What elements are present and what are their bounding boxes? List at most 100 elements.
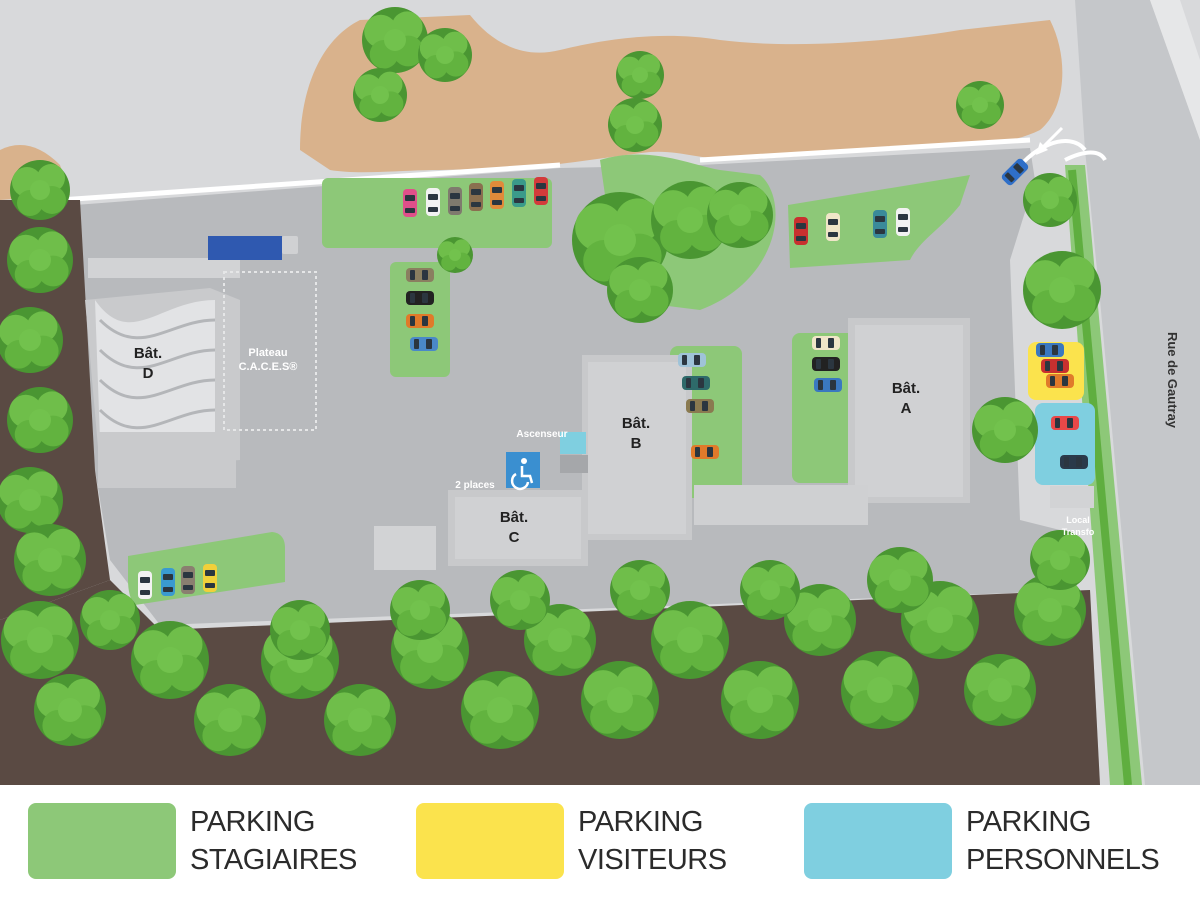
car-icon [426, 188, 440, 216]
walkway-b [560, 455, 588, 473]
local-transfo-box [1050, 486, 1094, 508]
tree-icon [0, 467, 63, 533]
tree-icon [610, 560, 670, 620]
building-b-label: Bât. [622, 415, 650, 432]
legend-label-visiteurs-line1: PARKING [578, 806, 703, 838]
wheelchair-icon [506, 452, 540, 491]
tree-icon [461, 671, 539, 749]
car-icon [1051, 416, 1079, 430]
sand-area-north [300, 15, 1063, 173]
building-a [848, 318, 970, 503]
building-c-letter: C [509, 529, 520, 546]
tree-icon [390, 580, 450, 640]
street-sidewalk [1150, 0, 1200, 140]
tree-icon [707, 182, 773, 248]
tree-icon [13, 524, 86, 596]
car-icon [406, 314, 434, 328]
road-border-line [59, 137, 1031, 203]
tree-icon [581, 661, 659, 739]
local-transfo-line1: Local [1066, 515, 1090, 525]
legend-swatch-visiteurs [416, 803, 564, 879]
tree-icon [607, 257, 673, 323]
car-icon [469, 183, 483, 211]
disabled-places-label: 2 places [455, 480, 495, 491]
car-icon [203, 564, 217, 592]
ascenseur-label: Ascenseur [516, 429, 567, 440]
tree-icon [353, 68, 407, 122]
car-icon [406, 268, 434, 282]
tree-icon [270, 600, 330, 660]
building-c-label: Bât. [500, 509, 528, 526]
tree-icon [841, 651, 919, 729]
tree-icon [131, 621, 209, 699]
car-icon [814, 378, 842, 392]
tree-icon [194, 684, 266, 756]
car-icon [403, 189, 417, 217]
car-icon [896, 208, 910, 236]
building-d-label: Bât. [134, 345, 162, 362]
annex-bar [694, 485, 868, 525]
building-c [448, 490, 588, 566]
parking-personnels [1035, 403, 1095, 485]
legend-label-visiteurs-line2: VISITEURS [578, 844, 727, 876]
building-d-letter: D [143, 365, 154, 382]
car-icon [682, 376, 710, 390]
tree-icon [651, 601, 729, 679]
car-icon [1041, 359, 1069, 373]
car-icon [1046, 374, 1074, 388]
building-a-letter: A [901, 400, 912, 417]
car-icon [490, 181, 504, 209]
tree-icon [1, 601, 80, 679]
car-icon [678, 353, 706, 367]
tree-icon [490, 570, 550, 630]
tree-icon [616, 51, 664, 99]
tree-icon [10, 160, 70, 220]
car-icon [826, 213, 840, 241]
local-transfo-line2: Transfo [1062, 527, 1095, 537]
tree-icon [740, 560, 800, 620]
legend-label-stagiaires-line1: PARKING [190, 806, 315, 838]
tree-icon [867, 547, 933, 613]
tree-icon [1023, 173, 1077, 227]
parking-stagiaires-a [792, 333, 860, 483]
car-icon [512, 179, 526, 207]
car-icon [686, 399, 714, 413]
tree-icon [34, 674, 106, 746]
building-b [582, 355, 692, 540]
legend-label-personnels-line2: PERSONNELS [966, 844, 1160, 876]
car-icon [406, 291, 434, 305]
car-icon [534, 177, 548, 205]
site-map: Bât. D Bât. B Bât. A Bât. C Plateau C.A.… [0, 0, 1200, 786]
truck-icon [208, 236, 298, 260]
street-name-label: Rue de Gautray [1165, 332, 1180, 429]
building-b-letter: B [631, 435, 642, 452]
car-icon [161, 568, 175, 596]
car-icon [1036, 343, 1064, 357]
legend-label-stagiaires-line2: STAGIAIRES [190, 844, 357, 876]
car-icon [794, 217, 808, 245]
tree-icon [1023, 251, 1101, 329]
plateau-label-line2: C.A.C.E.S® [239, 361, 298, 373]
plateau-label-line1: Plateau [248, 347, 287, 359]
legend-label-personnels-line1: PARKING [966, 806, 1091, 838]
car-icon [873, 210, 887, 238]
car-icon [410, 337, 438, 351]
car-icon [138, 571, 152, 599]
car-icon [812, 357, 840, 371]
street-rue-de-gautray [1075, 0, 1200, 785]
tree-icon [972, 397, 1038, 463]
tree-icon [6, 227, 73, 293]
tree-icon [362, 6, 428, 73]
building-d [85, 258, 240, 488]
tree-icon [80, 590, 140, 650]
building-a-label: Bât. [892, 380, 920, 397]
car-icon [448, 187, 462, 215]
car-icon [1060, 455, 1088, 469]
tree-icon [964, 654, 1036, 726]
tree-icon [608, 98, 662, 152]
tree-icon [437, 237, 473, 273]
tree-icon [1030, 530, 1090, 590]
legend-swatch-personnels [804, 803, 952, 879]
tree-icon [721, 661, 799, 739]
tree-icon [956, 81, 1004, 129]
